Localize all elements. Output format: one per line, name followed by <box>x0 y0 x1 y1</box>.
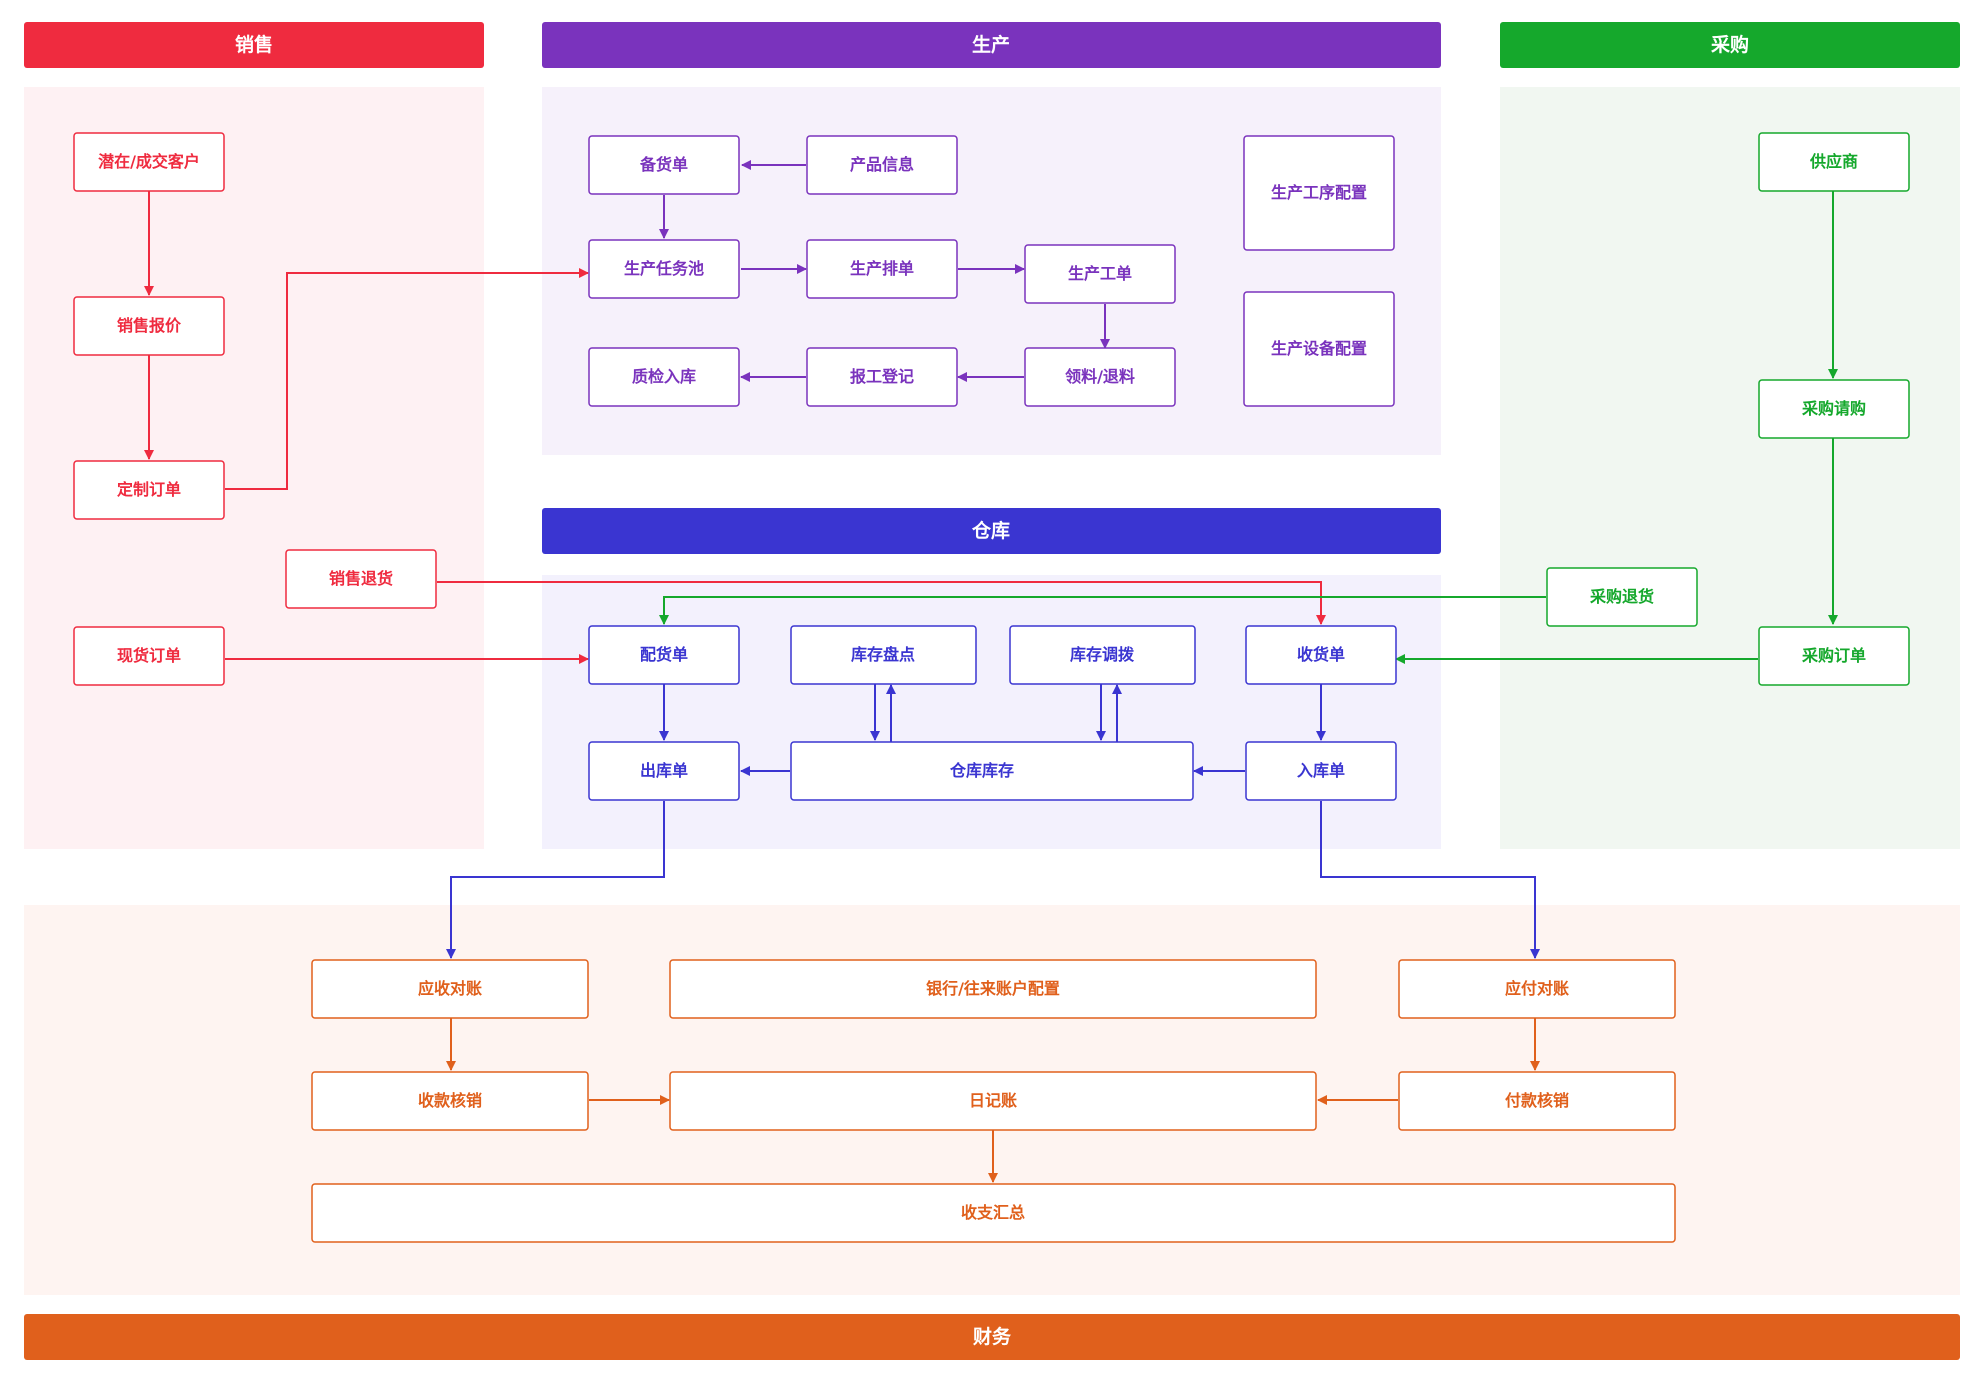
node-stock-count[interactable]: 库存盘点 <box>790 625 977 685</box>
node-spot-order-label: 现货订单 <box>117 646 181 665</box>
node-supplier-label: 供应商 <box>1809 152 1858 171</box>
node-work-report[interactable]: 报工登记 <box>806 347 958 407</box>
node-qc-inbound[interactable]: 质检入库 <box>588 347 740 407</box>
finance-header-title: 财务 <box>973 1325 1012 1348</box>
node-payment-writeoff[interactable]: 付款核销 <box>1398 1071 1676 1131</box>
node-stock-prep-label: 备货单 <box>639 155 688 174</box>
node-purchase-return[interactable]: 采购退货 <box>1546 567 1698 627</box>
node-purchase-order[interactable]: 采购订单 <box>1758 626 1910 686</box>
node-outbound-label: 出库单 <box>640 761 688 780</box>
node-potential-customer[interactable]: 潜在/成交客户 <box>73 132 225 192</box>
node-stock-transfer[interactable]: 库存调拨 <box>1009 625 1196 685</box>
node-spot-order[interactable]: 现货订单 <box>73 626 225 686</box>
production-header <box>542 22 1441 68</box>
node-work-report-label: 报工登记 <box>850 367 914 386</box>
edge-sales-return-to-receipt <box>437 581 1326 625</box>
node-product-info-label: 产品信息 <box>850 155 914 174</box>
warehouse-header <box>542 508 1441 554</box>
node-warehouse-stock-label: 仓库库存 <box>949 761 1014 780</box>
node-purchase-order-label: 采购订单 <box>1801 646 1866 665</box>
node-stock-count-label: 库存盘点 <box>851 645 915 664</box>
node-purchase-request[interactable]: 采购请购 <box>1758 379 1910 439</box>
sales-header <box>24 22 484 68</box>
purchase-panel <box>1500 87 1960 849</box>
node-payable-recon[interactable]: 应付对账 <box>1398 959 1676 1019</box>
node-process-config[interactable]: 生产工序配置 <box>1243 135 1395 251</box>
purchase-header-title: 采购 <box>1711 33 1749 56</box>
node-bank-account-config-label: 银行/往来账户配置 <box>926 979 1060 998</box>
node-receivable-recon-label: 应收对账 <box>418 979 482 998</box>
warehouse-panel <box>542 575 1441 849</box>
production-header-title: 生产 <box>972 33 1010 56</box>
node-warehouse-stock[interactable]: 仓库库存 <box>790 741 1194 801</box>
node-custom-order-label: 定制订单 <box>116 480 181 499</box>
node-production-schedule[interactable]: 生产排单 <box>806 239 958 299</box>
node-journal[interactable]: 日记账 <box>669 1071 1317 1131</box>
sales-header-title: 销售 <box>235 33 273 56</box>
node-income-expense-summary[interactable]: 收支汇总 <box>311 1183 1676 1243</box>
node-stock-transfer-label: 库存调拨 <box>1070 645 1135 664</box>
node-production-task-pool-label: 生产任务池 <box>624 259 704 278</box>
node-purchase-request-label: 采购请购 <box>1801 399 1866 418</box>
node-bank-account-config[interactable]: 银行/往来账户配置 <box>669 959 1317 1019</box>
node-product-info[interactable]: 产品信息 <box>806 135 958 195</box>
node-material-issue-return-label: 领料/退料 <box>1065 367 1135 386</box>
node-equipment-config-label: 生产设备配置 <box>1271 339 1367 358</box>
node-payment-writeoff-label: 付款核销 <box>1505 1091 1569 1110</box>
node-receipt-writeoff[interactable]: 收款核销 <box>311 1071 589 1131</box>
node-sales-return[interactable]: 销售退货 <box>285 549 437 609</box>
node-journal-label: 日记账 <box>969 1091 1017 1110</box>
node-custom-order[interactable]: 定制订单 <box>73 460 225 520</box>
node-receipt-writeoff-label: 收款核销 <box>418 1091 482 1110</box>
node-production-work-order[interactable]: 生产工单 <box>1024 244 1176 304</box>
node-receivable-recon[interactable]: 应收对账 <box>311 959 589 1019</box>
node-equipment-config[interactable]: 生产设备配置 <box>1243 291 1395 407</box>
finance-header <box>24 1314 1960 1360</box>
node-process-config-label: 生产工序配置 <box>1271 183 1367 202</box>
node-inbound[interactable]: 入库单 <box>1245 741 1397 801</box>
node-purchase-return-label: 采购退货 <box>1589 587 1654 606</box>
node-supplier[interactable]: 供应商 <box>1758 132 1910 192</box>
node-income-expense-summary-label: 收支汇总 <box>961 1203 1025 1222</box>
node-payable-recon-label: 应付对账 <box>1505 979 1569 998</box>
purchase-header <box>1500 22 1960 68</box>
node-potential-customer-label: 潜在/成交客户 <box>98 152 200 171</box>
node-receipt[interactable]: 收货单 <box>1245 625 1397 685</box>
node-receipt-label: 收货单 <box>1297 645 1345 664</box>
warehouse-header-title: 仓库 <box>971 519 1010 542</box>
node-production-task-pool[interactable]: 生产任务池 <box>588 239 740 299</box>
edge-inbound-to-payable <box>1320 801 1540 959</box>
node-stock-prep[interactable]: 备货单 <box>588 135 740 195</box>
edge-outbound-to-receivable <box>446 801 665 959</box>
edge-custom-order-to-task-pool <box>225 268 589 490</box>
node-qc-inbound-label: 质检入库 <box>632 367 696 386</box>
node-production-schedule-label: 生产排单 <box>850 259 914 278</box>
node-production-work-order-label: 生产工单 <box>1068 264 1132 283</box>
node-sales-quote-label: 销售报价 <box>117 316 182 335</box>
node-inbound-label: 入库单 <box>1297 761 1345 780</box>
node-material-issue-return[interactable]: 领料/退料 <box>1024 347 1176 407</box>
node-sales-return-label: 销售退货 <box>329 569 393 588</box>
edge-purchase-return-to-picking <box>659 596 1546 625</box>
node-picking-list-label: 配货单 <box>640 645 688 664</box>
node-picking-list[interactable]: 配货单 <box>588 625 740 685</box>
node-outbound[interactable]: 出库单 <box>588 741 740 801</box>
node-sales-quote[interactable]: 销售报价 <box>73 296 225 356</box>
